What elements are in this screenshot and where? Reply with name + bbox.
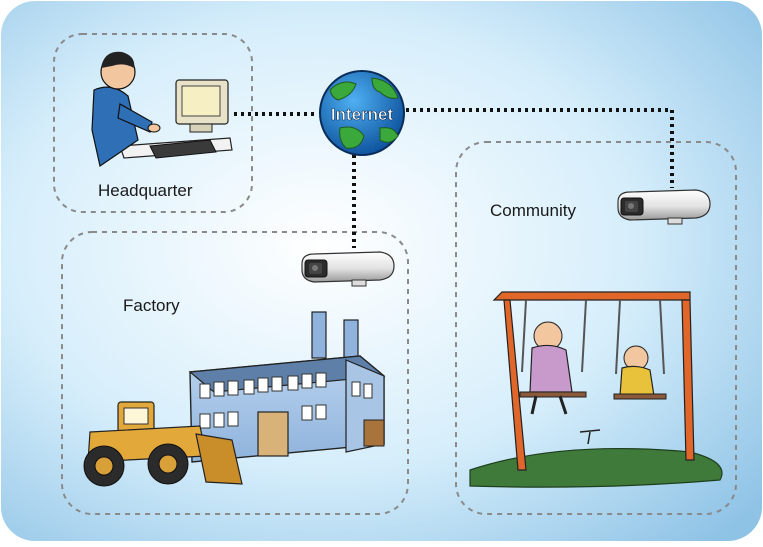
network-links [234, 108, 674, 248]
globe-icon [319, 70, 405, 156]
factory-zone [61, 231, 409, 515]
link-internet-community [406, 108, 674, 188]
community-zone [455, 141, 737, 515]
headquarter-zone [53, 33, 253, 213]
headquarter-label: Headquarter [98, 181, 193, 200]
internet-label: Internet [331, 105, 394, 124]
loader-vehicle-icon [83, 401, 243, 487]
operator-workstation-icon [91, 51, 233, 167]
community-label: Community [490, 201, 576, 220]
playground-swing-icon [469, 291, 723, 488]
factory-door [257, 411, 289, 457]
factory-building-icon [188, 311, 386, 463]
factory-label: Factory [123, 296, 180, 315]
